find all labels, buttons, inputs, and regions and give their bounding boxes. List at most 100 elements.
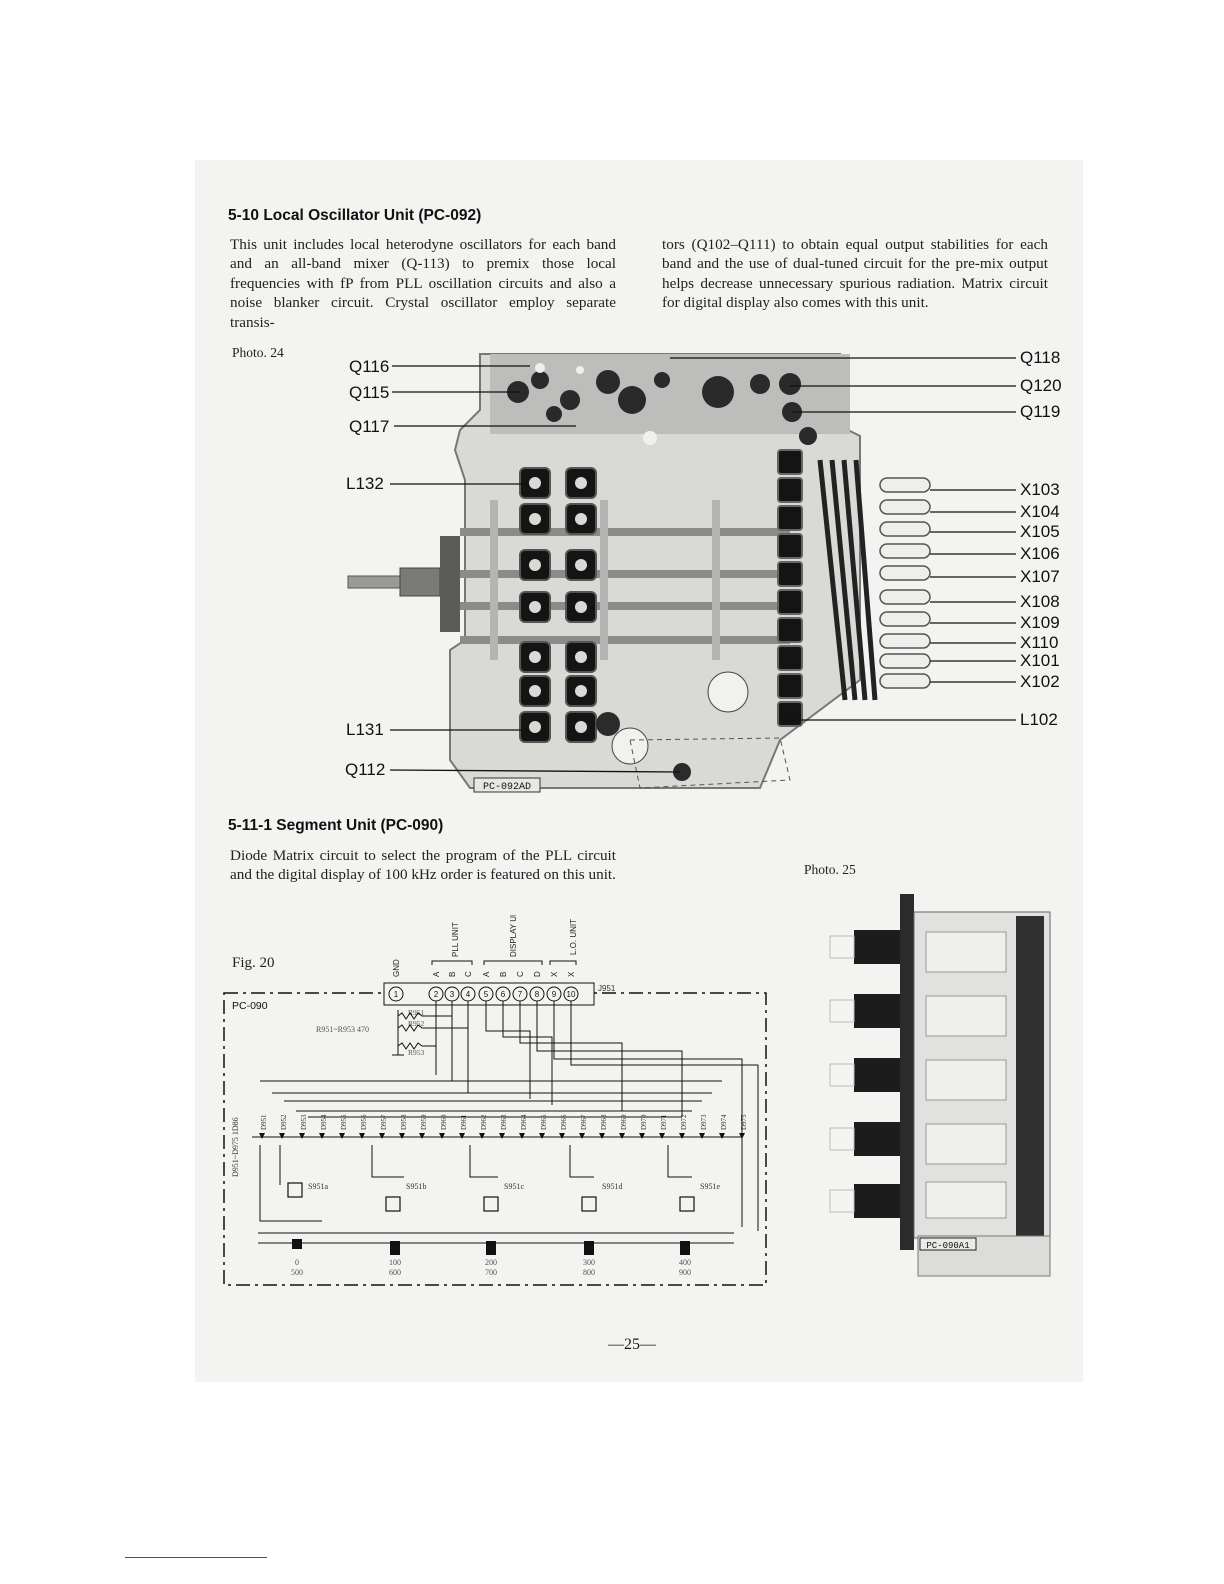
diode-d975: D975 xyxy=(740,1114,748,1130)
callout-l102: L102 xyxy=(1020,710,1058,729)
position-5-bottom: 900 xyxy=(679,1268,691,1277)
section-5-10-right-column: tors (Q102–Q111) to obtain equal output … xyxy=(662,236,1048,312)
photo-25-caption: Photo. 25 xyxy=(804,862,856,877)
callout-q112: Q112 xyxy=(345,760,386,779)
position-1-bottom: 500 xyxy=(291,1268,303,1277)
diode-d955: D955 xyxy=(340,1114,348,1130)
switch-s951e: S951e xyxy=(700,1182,720,1191)
position-1-top: 0 xyxy=(295,1258,299,1267)
pin-10: 10 xyxy=(567,990,576,999)
section-5-10-left-column: This unit includes local heterodyne osci… xyxy=(230,236,616,331)
position-4-bottom: 800 xyxy=(583,1268,595,1277)
diode-d967: D967 xyxy=(580,1114,588,1130)
callout-q116: Q116 xyxy=(349,357,390,376)
diode-d956: D956 xyxy=(360,1114,368,1130)
diode-d961: D961 xyxy=(460,1114,468,1130)
position-5-top: 400 xyxy=(679,1258,691,1267)
diode-d954: D954 xyxy=(320,1114,328,1130)
callout-q118: Q118 xyxy=(1020,348,1061,367)
callout-x110: X110 xyxy=(1020,633,1059,652)
diode-d971: D971 xyxy=(660,1114,668,1130)
switch-s951b: S951b xyxy=(406,1182,426,1191)
pin-label-1: GND xyxy=(392,959,401,977)
callout-l132: L132 xyxy=(346,474,384,493)
diode-d973: D973 xyxy=(700,1114,708,1130)
callout-x103: X103 xyxy=(1020,480,1060,499)
diode-d962: D962 xyxy=(480,1114,488,1130)
callout-x108: X108 xyxy=(1020,592,1060,611)
diode-d964: D964 xyxy=(520,1114,528,1130)
footnote-rule xyxy=(125,1557,267,1558)
diode-d972: D972 xyxy=(680,1114,688,1130)
diode-d952: D952 xyxy=(280,1114,288,1130)
section-heading-5-11-1: 5-11-1 Segment Unit (PC-090) xyxy=(228,817,444,834)
pin-4: 4 xyxy=(466,990,471,999)
callout-q117: Q117 xyxy=(349,417,390,436)
pin-3: 3 xyxy=(450,990,455,999)
group-label-lo-unit: L.O. UNIT xyxy=(569,919,578,955)
callout-x107: X107 xyxy=(1020,567,1060,586)
callout-x102: X102 xyxy=(1020,672,1060,691)
diode-d970: D970 xyxy=(640,1114,648,1130)
page-number: —25— xyxy=(608,1336,656,1353)
diode-d974: D974 xyxy=(720,1114,728,1130)
diode-d968: D968 xyxy=(600,1114,608,1130)
diode-d958: D958 xyxy=(400,1114,408,1130)
pin-label-3: B xyxy=(448,972,457,977)
pin-6: 6 xyxy=(501,990,506,999)
section-heading-5-10: 5-10 Local Oscillator Unit (PC-092) xyxy=(228,207,482,224)
pin-1: 1 xyxy=(394,990,399,999)
diode-d957: D957 xyxy=(380,1114,388,1130)
switch-s951a: S951a xyxy=(308,1182,328,1191)
resistor-r951: R951 xyxy=(408,1008,425,1017)
pin-label-9: X xyxy=(550,971,559,977)
pc-090-box-label: PC-090 xyxy=(232,1000,268,1012)
photo-25-segment-unit: PC-090A1 xyxy=(829,894,1051,1277)
position-3-bottom: 700 xyxy=(485,1268,497,1277)
callout-x106: X106 xyxy=(1020,544,1060,563)
pin-label-5: A xyxy=(482,971,491,977)
callout-x104: X104 xyxy=(1020,502,1060,521)
photo-25-board-label: PC-090A1 xyxy=(926,1241,969,1251)
fig-20-schematic: PC-090 J951 1 2 3 4 5 6 7 8 9 10 GND A B… xyxy=(223,915,767,1286)
photo-24-board: PC-092AD xyxy=(347,353,1016,793)
pin-7: 7 xyxy=(518,990,523,999)
resistor-note: R951~R953 470 xyxy=(316,1025,369,1034)
position-3-top: 200 xyxy=(485,1258,497,1267)
diode-d960: D960 xyxy=(440,1114,448,1130)
fig-20-caption: Fig. 20 xyxy=(232,955,275,971)
pin-label-8: D xyxy=(533,971,542,977)
resistor-r953: R953 xyxy=(408,1048,425,1057)
connector-j951-label: J951 xyxy=(598,984,616,993)
switch-s951d: S951d xyxy=(602,1182,622,1191)
callout-q120: Q120 xyxy=(1020,376,1062,395)
callout-x109: X109 xyxy=(1020,613,1060,632)
diode-range-label: D951~D975 1D86 xyxy=(231,1117,240,1177)
pin-label-4: C xyxy=(464,971,473,977)
pin-8: 8 xyxy=(535,990,540,999)
callout-l131: L131 xyxy=(346,720,384,739)
callout-q115: Q115 xyxy=(349,383,390,402)
pin-9: 9 xyxy=(552,990,557,999)
position-4-top: 300 xyxy=(583,1258,595,1267)
callout-q119: Q119 xyxy=(1020,402,1061,421)
pin-2: 2 xyxy=(434,990,439,999)
board-label-pc-092ad: PC-092AD xyxy=(483,782,531,793)
group-label-display-unit: DISPLAY UNIT xyxy=(509,915,518,957)
diode-d959: D959 xyxy=(420,1114,428,1130)
group-label-pll-unit: PLL UNIT xyxy=(451,922,460,957)
photo-24-caption: Photo. 24 xyxy=(232,345,284,360)
diode-d953: D953 xyxy=(300,1114,308,1130)
pin-label-7: C xyxy=(516,971,525,977)
section-5-11-1-paragraph: Diode Matrix circuit to select the progr… xyxy=(230,847,616,884)
diode-d963: D963 xyxy=(500,1114,508,1130)
pin-label-6: B xyxy=(499,972,508,977)
position-2-top: 100 xyxy=(389,1258,401,1267)
pin-label-10: X xyxy=(567,971,576,977)
diode-d965: D965 xyxy=(540,1114,548,1130)
resistor-r952: R952 xyxy=(408,1019,425,1028)
diode-d966: D966 xyxy=(560,1114,568,1130)
pin-5: 5 xyxy=(484,990,489,999)
position-2-bottom: 600 xyxy=(389,1268,401,1277)
diode-d951: D951 xyxy=(260,1114,268,1130)
